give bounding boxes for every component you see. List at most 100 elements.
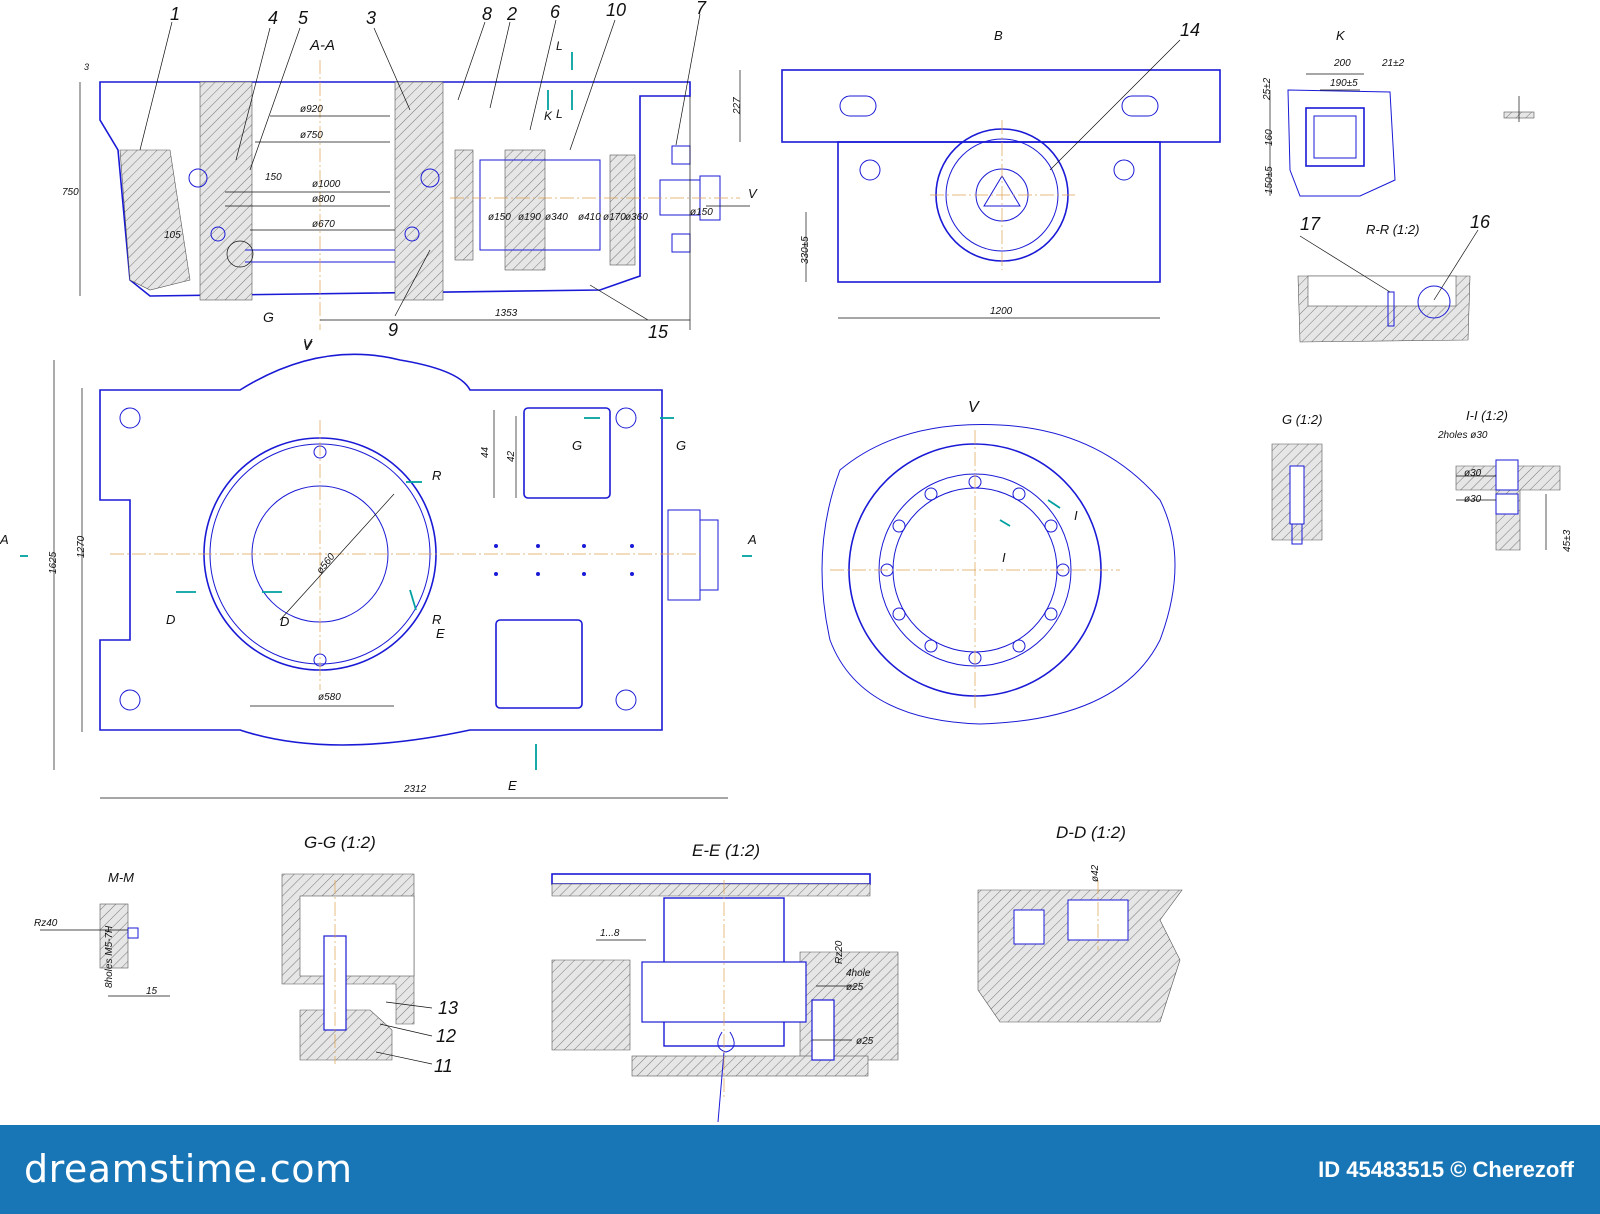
- dim-330: 330±5: [800, 236, 811, 264]
- callout-10: 10: [606, 0, 626, 20]
- marker-k: K: [544, 109, 553, 123]
- view-b-labels: B 14 227 330±5 1200: [732, 20, 1200, 317]
- section-rr-labels: R-R (1:2) 17 16: [1300, 212, 1491, 237]
- section-gg-labels: G-G (1:2) 13 12 11: [304, 833, 458, 1076]
- marker-r-top: R: [432, 468, 441, 483]
- dim-42-dd: ø42: [1090, 864, 1101, 882]
- callout-7: 7: [696, 0, 707, 18]
- dim-750: 750: [62, 187, 79, 198]
- dim-227: 227: [732, 97, 743, 115]
- dim-42: 42: [506, 450, 517, 462]
- dim-4hole: 4hole: [846, 968, 871, 979]
- section-mm: [40, 903, 170, 997]
- dim-1000: ø1000: [312, 179, 341, 190]
- rz-note: [1503, 96, 1535, 122]
- view-k: [1269, 73, 1396, 197]
- dim-21: 21±2: [1381, 58, 1405, 69]
- plan-view: [20, 353, 752, 799]
- brand-text: dreamstime.com: [24, 1147, 353, 1191]
- marker-a-right: A: [747, 532, 757, 547]
- dim-1200: 1200: [990, 306, 1013, 317]
- section-dd-title: D-D (1:2): [1056, 823, 1126, 842]
- dim-410: ø410: [578, 212, 601, 223]
- dim-670: ø670: [312, 219, 335, 230]
- marker-e-bottom: E: [508, 778, 517, 793]
- callout-g: G: [263, 309, 274, 325]
- section-gg: [281, 873, 433, 1065]
- image-id-credit: ID 45483515 © Cherezoff: [1318, 1157, 1574, 1182]
- dim-160: 160: [1264, 129, 1275, 146]
- dim-200: 200: [1333, 58, 1351, 69]
- section-gg-title: G-G (1:2): [304, 833, 376, 852]
- marker-g-right: G: [676, 438, 686, 453]
- callout-8: 8: [482, 4, 492, 24]
- view-b: [739, 39, 1221, 319]
- marker-l-top: L: [556, 39, 563, 53]
- callout-16: 16: [1470, 212, 1491, 232]
- section-dd: [977, 880, 1183, 1023]
- dim-150-end: ø150: [690, 207, 713, 218]
- section-ee: [551, 873, 899, 1123]
- marker-v-plan: V: [303, 336, 313, 351]
- dim-44: 44: [480, 446, 491, 458]
- dim-190: ø190: [518, 212, 541, 223]
- view-b-title: B: [994, 28, 1003, 43]
- dim-190-5: 190±5: [1330, 78, 1358, 89]
- callout-3: 3: [366, 8, 376, 28]
- section-ii-labels: I-I (1:2) 2holes ø30 ø30 ø30 45±3: [1437, 408, 1573, 552]
- dim-105: 105: [164, 230, 181, 241]
- marker-g-left: G: [572, 438, 582, 453]
- callout-14: 14: [1180, 20, 1200, 40]
- dim-750-dia: ø750: [300, 130, 323, 141]
- dim-45: 45±3: [1562, 529, 1573, 552]
- callout-13: 13: [438, 998, 458, 1018]
- callout-1: 1: [170, 4, 180, 24]
- section-ii-title: I-I (1:2): [1466, 408, 1508, 423]
- section-ee-labels: E-E (1:2) 1...8 Rz20 4hole ø25 ø25: [600, 841, 874, 1047]
- section-ee-title: E-E (1:2): [692, 841, 760, 860]
- dim-340: ø340: [545, 212, 568, 223]
- section-mm-labels: M-M Rz40 8holes M5-7H 15: [34, 870, 158, 997]
- callout-9: 9: [388, 320, 398, 340]
- section-aa-title: A-A: [309, 37, 335, 54]
- detail-g: [1271, 443, 1323, 545]
- view-k-labels: K 200 21±2 190±5 25±2 160 150±5: [1262, 28, 1405, 194]
- marker-i-left: I: [1002, 550, 1006, 565]
- dim-1-8: 1...8: [600, 928, 620, 939]
- dim-2holes-30: 2holes ø30: [1437, 430, 1488, 441]
- view-k-title: K: [1336, 28, 1346, 43]
- section-aa-labels: A-A 1 4 5 3 8 2 6 10 7 9 15 G V 3 750 ø9…: [62, 0, 758, 353]
- dim-8holes: 8holes M5-7H: [104, 925, 115, 988]
- view-v-title: V: [968, 399, 980, 416]
- dim-rz20: Rz20: [834, 940, 845, 964]
- marker-a-left: A: [0, 532, 9, 547]
- marker-d-left: D: [166, 612, 175, 627]
- section-rr: [1297, 229, 1479, 343]
- dim-15: 15: [146, 986, 158, 997]
- dim-150: 150: [265, 172, 282, 183]
- dim-25-top: ø25: [846, 982, 864, 993]
- marker-r-bottom: R: [432, 612, 441, 627]
- callout-4: 4: [268, 8, 278, 28]
- section-aa-view: [79, 13, 750, 330]
- marker-e-plan: E: [436, 626, 445, 641]
- dim-30-bottom: ø30: [1464, 494, 1482, 505]
- callout-6: 6: [550, 2, 561, 22]
- marker-v-top: V: [303, 338, 313, 353]
- stock-footer-bar: dreamstime.com ID 45483515 © Cherezoff: [0, 1125, 1600, 1214]
- marker-v-side: V: [748, 186, 758, 201]
- dim-1270-label: 1270: [76, 535, 87, 558]
- engineering-drawing: A-A 1 4 5 3 8 2 6 10 7 9 15 G V 3 750 ø9…: [0, 0, 1573, 1123]
- view-v: [821, 424, 1176, 725]
- dreamstime-logo[interactable]: dreamstime.com: [24, 1147, 352, 1191]
- callout-5: 5: [298, 8, 309, 28]
- detail-g-title: G (1:2): [1282, 412, 1322, 427]
- dim-30-top: ø30: [1464, 468, 1482, 479]
- section-rr-title: R-R (1:2): [1366, 222, 1419, 237]
- plan-view-labels: 1625 1270 44 42 ø560 ø580 2312 V R R A A…: [0, 336, 757, 795]
- callout-17: 17: [1300, 214, 1321, 234]
- dim-360: ø360: [625, 212, 648, 223]
- section-mm-title: M-M: [108, 870, 134, 885]
- dim-25-bottom: ø25: [856, 1036, 874, 1047]
- dim-800: ø800: [312, 194, 335, 205]
